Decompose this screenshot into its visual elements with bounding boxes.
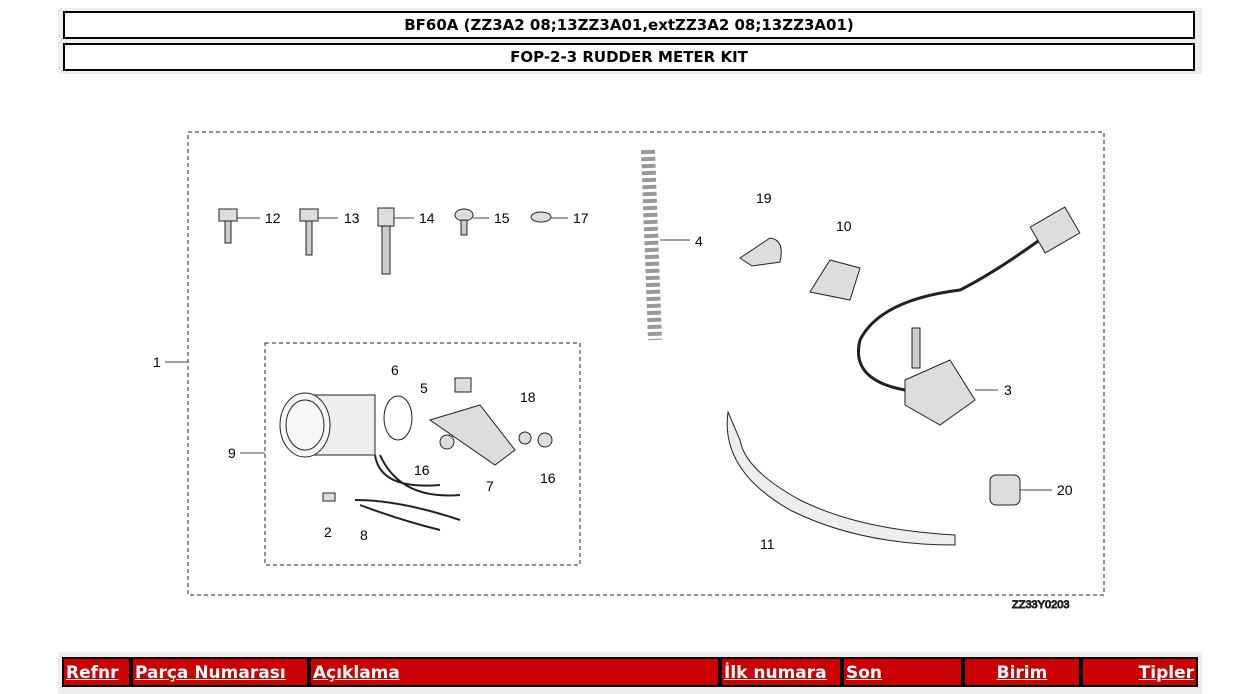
callout-11: 11 [760, 536, 775, 552]
rudder-sensor-3 [904, 359, 976, 426]
nut-16b [537, 432, 553, 448]
col-part-number[interactable]: Parça Numarası [135, 663, 286, 683]
callout-1: 1 [153, 354, 161, 370]
callout-6: 6 [391, 362, 399, 378]
screw-15 [454, 208, 474, 236]
callout-9: 9 [228, 445, 236, 461]
callout-5: 5 [420, 380, 428, 396]
col-refnr[interactable]: Refnr [66, 663, 119, 683]
sensor-cable [857, 223, 1061, 392]
part-2 [322, 492, 336, 502]
diagram-code: ZZ33Y0203 [1012, 599, 1069, 611]
spiral-tube-4 [641, 149, 662, 341]
clip-5 [454, 377, 472, 393]
model-title: BF60A (ZZ3A2 08;13ZZ3A01,extZZ3A2 08;13Z… [63, 11, 1195, 39]
callout-10: 10 [836, 218, 852, 234]
kit-outline [187, 131, 1105, 596]
clamp-10 [809, 259, 861, 301]
bracket-7 [428, 404, 516, 466]
col-types[interactable]: Tipler [1138, 663, 1194, 683]
callout-14: 14 [419, 210, 435, 226]
callout-8: 8 [360, 527, 368, 543]
callout-12: 12 [265, 210, 281, 226]
callout-16: 16 [414, 462, 430, 478]
bolt-12 [218, 208, 238, 244]
rudder-meter-9 [279, 392, 461, 497]
callout-16: 16 [540, 470, 556, 486]
bolt-14 [377, 207, 395, 275]
callout-18: 18 [520, 389, 536, 405]
callout-15: 15 [494, 210, 510, 226]
meter-outline [264, 342, 581, 566]
clamp-19 [739, 237, 782, 267]
callout-2: 2 [324, 524, 332, 540]
bolt-13 [299, 208, 319, 256]
harness-8 [354, 499, 461, 531]
callout-4: 4 [695, 233, 703, 249]
nut-16 [439, 434, 455, 450]
callout-20: 20 [1057, 482, 1073, 498]
collar-20 [989, 474, 1021, 506]
kit-title: FOP-2-3 RUDDER METER KIT [63, 43, 1195, 71]
gasket-6 [383, 395, 413, 441]
col-last[interactable]: Son [846, 663, 883, 683]
col-first-number[interactable]: İlk numara [724, 663, 827, 683]
header: BF60A (ZZ3A2 08;13ZZ3A01,extZZ3A2 08;13Z… [58, 8, 1202, 74]
callout-19: 19 [756, 190, 772, 206]
callout-13: 13 [344, 210, 360, 226]
callout-17: 17 [573, 210, 589, 226]
col-unit[interactable]: Birim [996, 663, 1048, 683]
callout-3: 3 [1004, 382, 1012, 398]
rudder-arm-11 [726, 410, 956, 546]
callout-7: 7 [486, 478, 494, 494]
washer-18 [518, 431, 532, 445]
parts-table-header: Refnr Parça Numarası Açıklama İlk numara… [58, 652, 1202, 694]
washer-17 [530, 211, 552, 223]
col-description[interactable]: Açıklama [313, 663, 400, 683]
connector [1029, 206, 1081, 254]
